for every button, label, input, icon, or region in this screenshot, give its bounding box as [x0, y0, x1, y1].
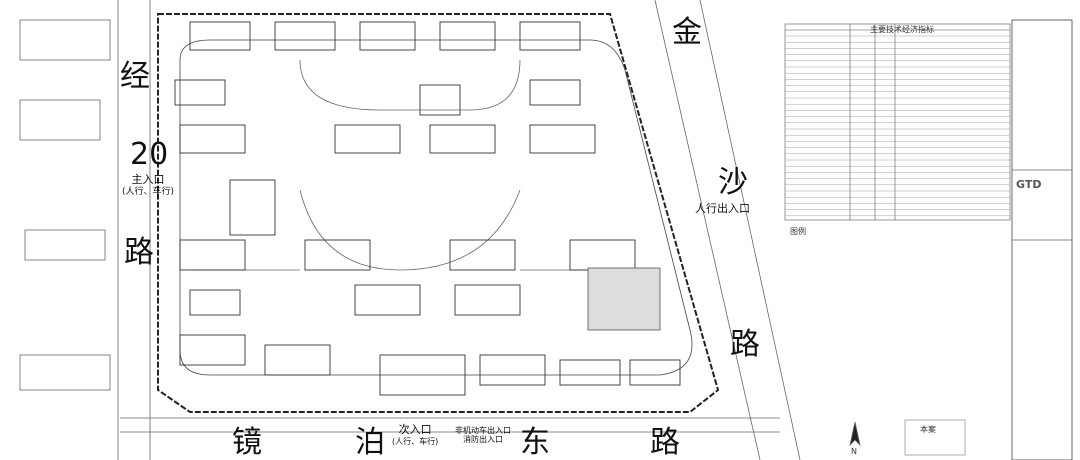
road-name-char: 路 [730, 327, 760, 362]
compass-arrow-icon [849, 421, 861, 447]
road-name-char: 镜 [232, 425, 262, 460]
context-building [19, 19, 111, 61]
service-entrance-label: 非机动车出入口 消防出入口 [455, 426, 511, 444]
road-name-char: 东 [520, 425, 550, 460]
road-name-char: 沙 [718, 165, 748, 200]
site-location-label: 本案 [920, 425, 936, 434]
secondary-entrance-label: 次入口 (人行、车行) [392, 423, 439, 446]
location-map [904, 419, 966, 456]
road-name-char: 经 [120, 59, 150, 94]
road-name-char: 金 [672, 15, 702, 50]
service-entrance-line2: 消防出入口 [463, 435, 503, 445]
secondary-entrance-title: 次入口 [398, 423, 432, 436]
main-entrance-sub: (人行、车行) [122, 186, 175, 197]
site-boundary [157, 13, 720, 413]
road-name-char: 路 [124, 235, 154, 270]
table-title: 主要技术经济指标 [870, 25, 934, 34]
context-building [24, 229, 106, 261]
legend-title: 图例 [790, 227, 806, 236]
compass-north-label: N [851, 447, 857, 456]
context-building [19, 354, 111, 391]
road-name-char: 泊 [355, 425, 385, 460]
ring-road [179, 39, 693, 376]
main-entrance-title: 主入口 [131, 173, 165, 186]
gtd-logo: GTD [1016, 178, 1042, 191]
context-building [19, 99, 101, 141]
main-entrance-label: 主入口 (人行、车行) [122, 173, 175, 197]
secondary-entrance-sub: (人行、车行) [392, 436, 439, 446]
plaza-hatch [587, 267, 661, 331]
service-entrance-line1: 非机动车出入口 [455, 426, 511, 435]
road-name-char: 路 [650, 425, 680, 460]
tech-table [784, 23, 1011, 221]
pedestrian-entrance-label: 人行出入口 [695, 202, 750, 215]
road-name-number: 20 [130, 137, 169, 172]
